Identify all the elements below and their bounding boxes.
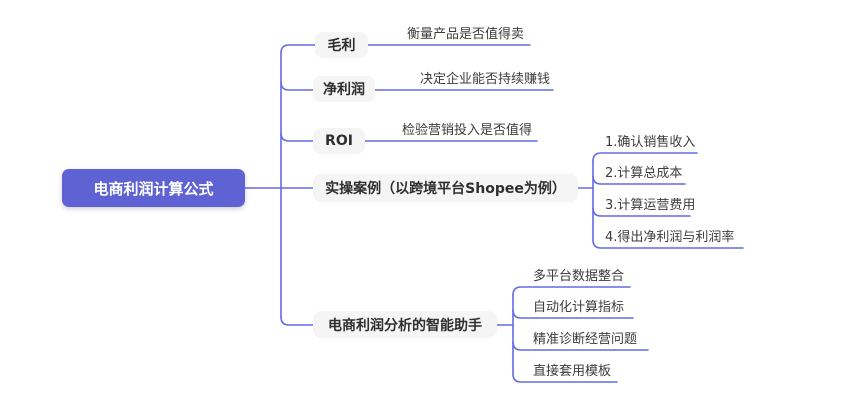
subtopic-assistant-4[interactable]: 直接套用模板 — [533, 364, 612, 379]
subtopic-assistant-2[interactable]: 自动化计算指标 — [533, 300, 625, 315]
note-net-profit[interactable]: 决定企业能否持续赚钱 — [420, 72, 551, 87]
underline-assistant-3 — [512, 341, 649, 351]
note-roi[interactable]: 检验营销投入是否值得 — [402, 123, 533, 138]
underline-case-1 — [592, 152, 698, 162]
branch-node-net-profit[interactable]: 净利润 — [313, 76, 375, 102]
subtopic-case-step-3[interactable]: 3.计算运营费用 — [605, 198, 696, 213]
subtopic-case-step-2[interactable]: 2.计算总成本 — [605, 166, 683, 181]
underline-assistant-1 — [512, 286, 631, 296]
note-gross-profit[interactable]: 衡量产品是否值得卖 — [407, 27, 525, 42]
subtopic-case-step-4[interactable]: 4.得出净利润与利润率 — [605, 230, 735, 245]
branch-node-smart-assistant[interactable]: 电商利润分析的智能助手 — [313, 311, 497, 338]
connector-branch-assistant — [280, 316, 314, 326]
underline-assistant-2 — [512, 309, 634, 319]
root-node[interactable]: 电商利润计算公式 — [62, 169, 245, 207]
subtopic-case-step-1[interactable]: 1.确认销售收入 — [605, 135, 696, 150]
underline-case-4 — [592, 239, 744, 249]
branch-node-roi[interactable]: ROI — [313, 128, 365, 154]
underline-case-3 — [592, 207, 691, 217]
subtopic-assistant-3[interactable]: 精准诊断经营问题 — [533, 332, 638, 347]
underline-assistant-4 — [512, 373, 618, 383]
subtopic-assistant-1[interactable]: 多平台数据整合 — [533, 269, 625, 284]
branch-node-gross-profit[interactable]: 毛利 — [315, 32, 368, 58]
connector-branch-net — [280, 81, 314, 91]
branch-node-case-study[interactable]: 实操案例（以跨境平台Shopee为例） — [313, 174, 578, 202]
connector-branch-gross — [280, 44, 316, 54]
underline-case-2 — [592, 175, 686, 185]
connector-branch-roi — [280, 132, 314, 142]
